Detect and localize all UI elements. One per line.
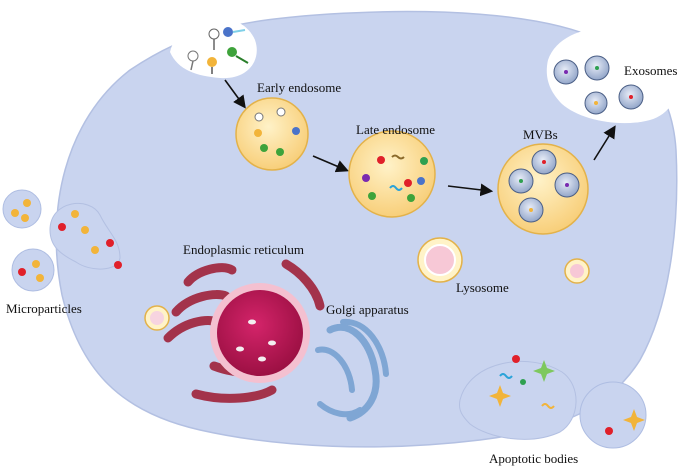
late-endosome (348, 130, 436, 218)
early-endosome (235, 97, 309, 171)
lysosome-label: Lysosome (456, 280, 509, 295)
arrow-to-mvb (447, 183, 494, 197)
apoptotic-bodies-label: Apoptotic bodies (489, 451, 579, 466)
microparticles-label: Microparticles (6, 301, 82, 316)
surface-receptors (187, 27, 249, 74)
golgi-apparatus-label: Golgi apparatus (326, 302, 409, 317)
nucleus (210, 283, 310, 383)
late-endosome-label: Late endosome (356, 122, 436, 137)
microparticles (2, 189, 122, 292)
exosomes-label: Exosomes (624, 63, 678, 78)
endoplasmic-reticulum-label: Endoplasmic reticulum (183, 242, 304, 257)
arrow-to-early (224, 79, 246, 109)
apoptotic-bodies (459, 355, 647, 449)
lysosome (417, 237, 590, 284)
early-endosome-label: Early endosome (257, 80, 342, 95)
exosomes (553, 55, 644, 115)
small-vesicle (144, 305, 170, 331)
arrow-to-exosomes (593, 125, 616, 161)
exosome-release-pocket (546, 27, 680, 124)
mvbs-label: MVBs (523, 127, 558, 142)
golgi-apparatus (315, 318, 389, 422)
arrow-to-late (312, 155, 349, 173)
mvb (497, 143, 589, 235)
